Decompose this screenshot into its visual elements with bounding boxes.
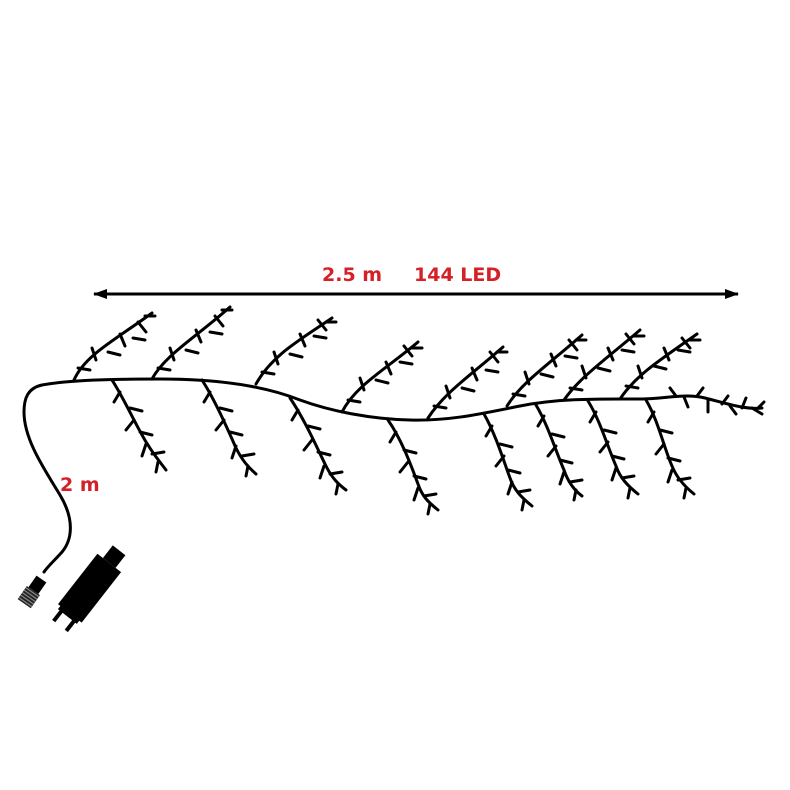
- main-stem: [40, 377, 764, 422]
- length-label: 2.5 m: [322, 264, 383, 286]
- end-connector: [17, 575, 47, 609]
- lead-cable-length-label: 2 m: [60, 474, 100, 496]
- led-count-label: 144 LED: [414, 264, 502, 286]
- lead-cable: [22, 383, 72, 574]
- led-ticks-tail: [668, 386, 766, 416]
- power-adapter: [52, 545, 126, 633]
- led-ticks-upper: [76, 308, 702, 410]
- led-ticks-lower: [112, 390, 692, 516]
